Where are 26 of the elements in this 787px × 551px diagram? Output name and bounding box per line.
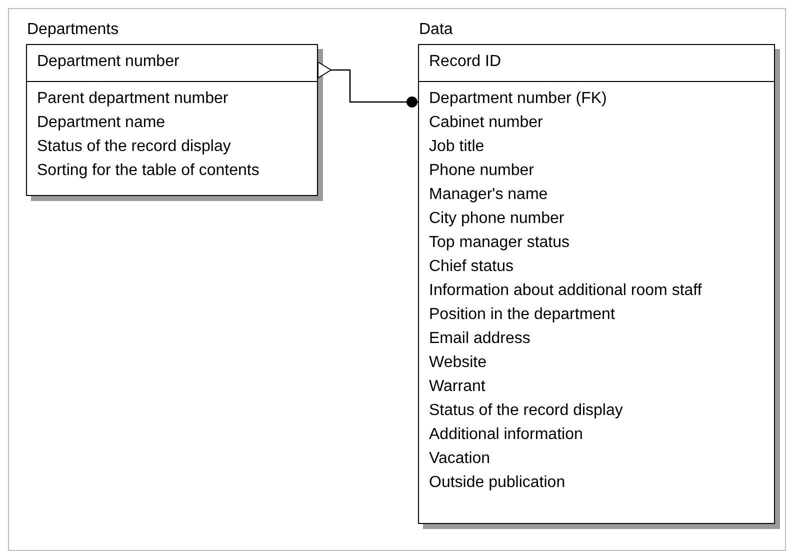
attribute: City phone number [429, 209, 564, 229]
attribute: Position in the department [429, 305, 615, 325]
attribute: Phone number [429, 161, 534, 181]
entity-name: Data [419, 20, 453, 40]
attribute: Website [429, 353, 487, 373]
attribute: Status of the record display [37, 137, 231, 157]
attribute: Manager's name [429, 185, 548, 205]
attribute: Information about additional room staff [429, 281, 702, 301]
attribute: Additional information [429, 425, 583, 445]
entity-name: Departments [27, 20, 119, 40]
primary-key-attribute: Record ID [429, 52, 502, 72]
attribute: Parent department number [37, 89, 228, 109]
attribute: Department number (FK) [429, 89, 607, 109]
attribute: Email address [429, 329, 530, 349]
attribute: Job title [429, 137, 484, 157]
primary-key-attribute: Department number [37, 52, 180, 72]
attribute: Cabinet number [429, 113, 543, 133]
relationship-line [318, 62, 418, 108]
attribute: Warrant [429, 377, 486, 397]
attribute: Department name [37, 113, 166, 133]
attribute: Vacation [429, 449, 490, 469]
attribute: Sorting for the table of contents [37, 161, 260, 181]
attribute: Status of the record display [429, 401, 623, 421]
attribute: Outside publication [429, 473, 566, 493]
attribute: Top manager status [429, 233, 570, 253]
attribute: Chief status [429, 257, 514, 277]
